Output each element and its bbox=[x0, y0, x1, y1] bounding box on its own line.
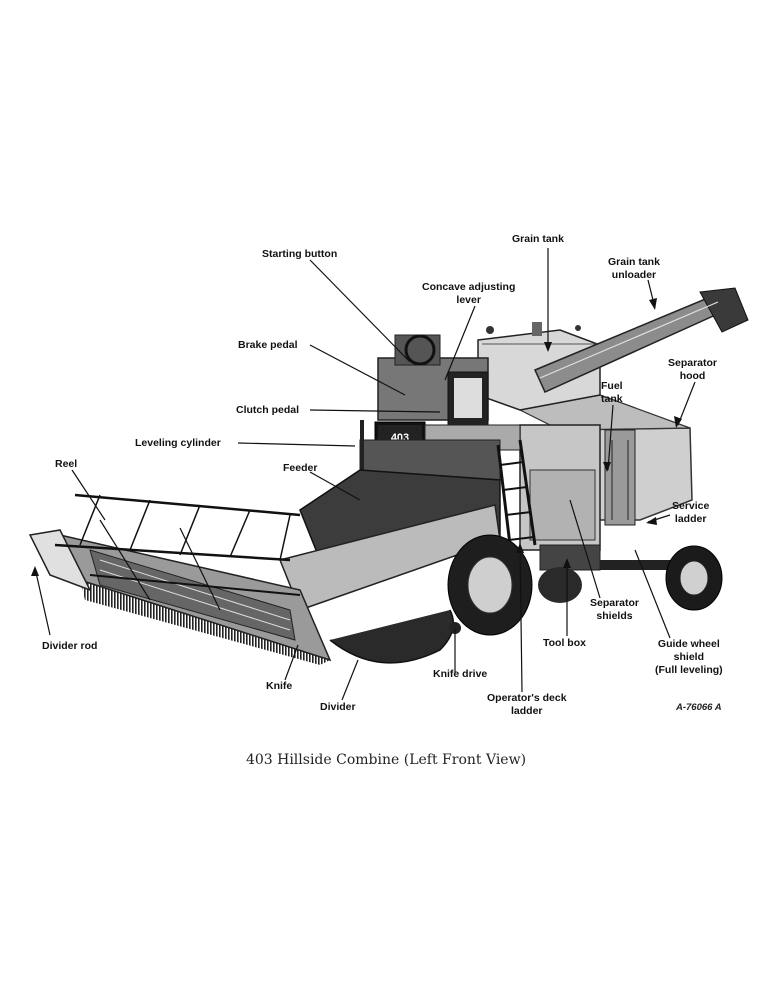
label-knife: Knife bbox=[266, 680, 293, 692]
label-fuel-tank: Fuel tank bbox=[601, 380, 623, 405]
label-leveling-cylinder: Leveling cylinder bbox=[135, 437, 221, 449]
label-separator-shields: Separator shields bbox=[590, 597, 640, 622]
leader-lines bbox=[34, 248, 696, 701]
figure-caption: 403 Hillside Combine (Left Front View) bbox=[245, 752, 527, 768]
label-reel: Reel bbox=[55, 458, 78, 470]
operator-platform: 403 bbox=[359, 334, 521, 490]
label-clutch-pedal: Clutch pedal bbox=[236, 404, 300, 416]
label-tool-box: Tool box bbox=[543, 637, 586, 649]
label-guide-wheel-shield: Guide wheel shield (Full leveling) bbox=[655, 638, 723, 676]
label-concave-adjusting-lever: Concave adjusting lever bbox=[422, 281, 516, 306]
label-divider-rod: Divider rod bbox=[42, 640, 98, 652]
label-operators-deck-ladder: Operator's deck ladder bbox=[487, 692, 567, 717]
header bbox=[28, 529, 461, 665]
label-feeder: Feeder bbox=[283, 462, 318, 474]
feeder-housing bbox=[278, 469, 501, 611]
label-separator-hood: Separator hood bbox=[668, 357, 718, 382]
separator-body bbox=[518, 394, 693, 571]
label-grain-tank-unloader: Grain tank unloader bbox=[608, 256, 660, 281]
guide-wheel bbox=[538, 545, 723, 611]
operators-deck-ladder bbox=[496, 439, 537, 546]
part-number: A-76066 A bbox=[676, 702, 722, 713]
label-divider: Divider bbox=[320, 701, 356, 713]
label-brake-pedal: Brake pedal bbox=[238, 339, 298, 351]
grain-tank-unloader bbox=[533, 287, 749, 393]
label-knife-drive: Knife drive bbox=[433, 668, 488, 680]
reel bbox=[54, 493, 301, 611]
arrow-heads bbox=[31, 298, 682, 576]
drive-wheel bbox=[447, 534, 533, 636]
label-service-ladder: Service ladder bbox=[672, 500, 710, 525]
label-grain-tank: Grain tank bbox=[512, 233, 564, 245]
label-starting-button: Starting button bbox=[262, 248, 338, 260]
